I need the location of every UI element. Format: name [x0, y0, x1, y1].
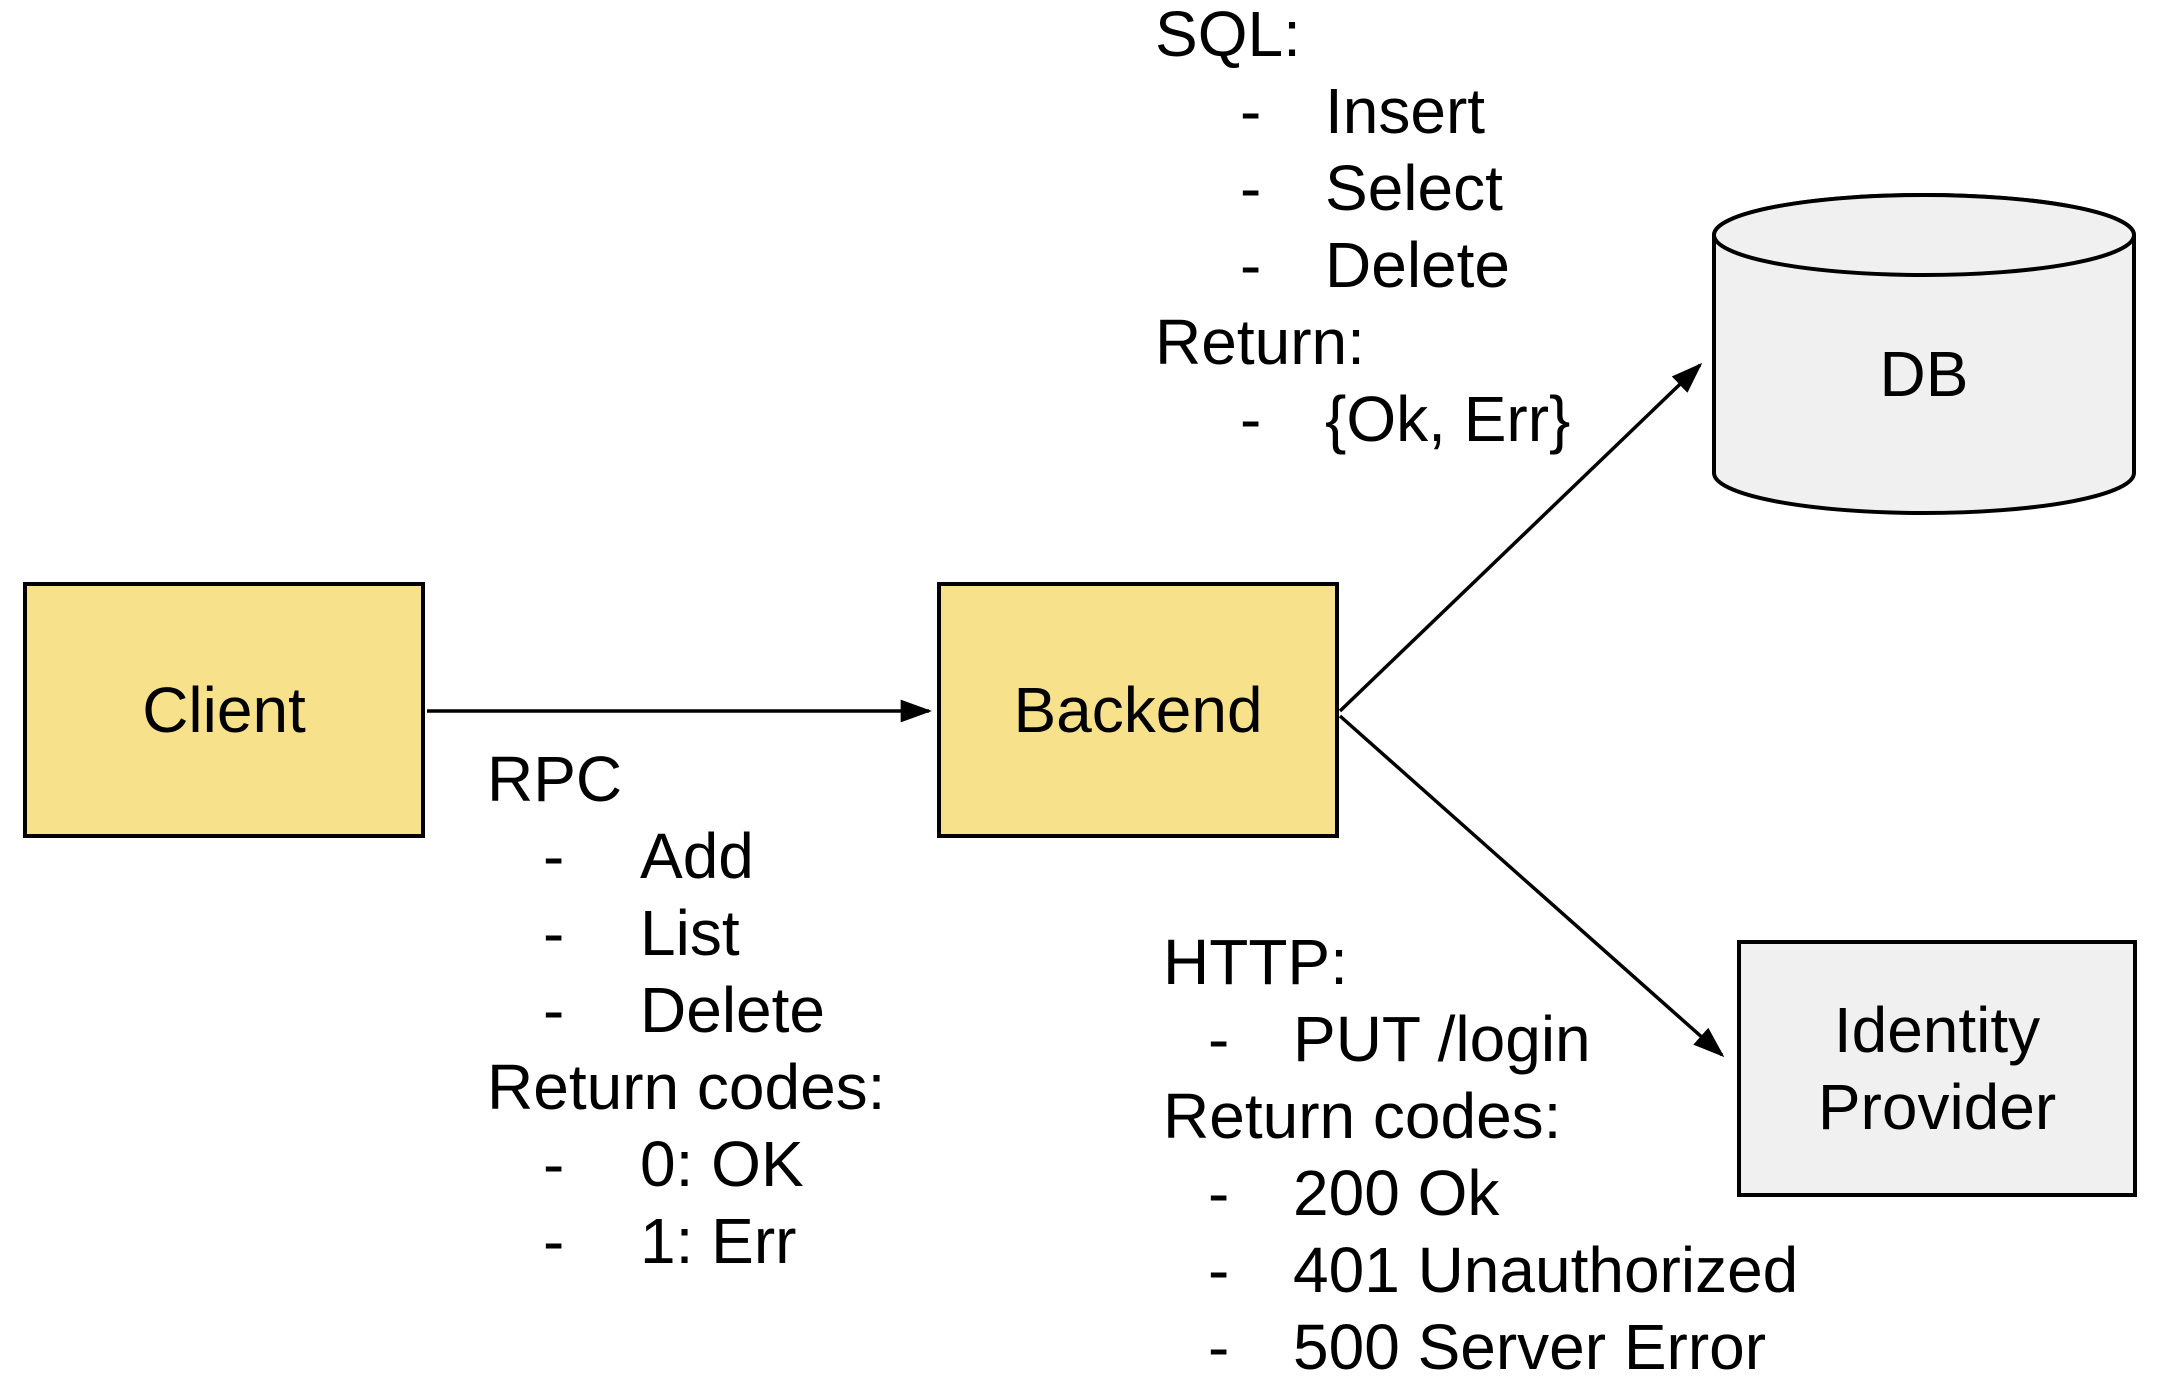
node-backend: Backend [937, 582, 1339, 838]
list-item: - 1: Err [487, 1203, 885, 1280]
list-item: - List [487, 895, 885, 972]
node-identity-provider-label: Identity Provider [1817, 993, 2057, 1143]
node-identity-provider: Identity Provider [1737, 940, 2137, 1197]
list-item: - Add [487, 818, 885, 895]
list-item: - Delete [487, 972, 885, 1049]
bullet-dash: - [1240, 75, 1262, 147]
bullet-dash: - [1208, 1157, 1230, 1229]
node-db-label: DB [1879, 338, 1969, 410]
annotation-http: HTTP: - PUT /login Return codes: - 200 O… [1163, 924, 1798, 1386]
annotation-rpc-item: Add [640, 820, 754, 892]
annotation-http-return-item: 200 Ok [1293, 1157, 1500, 1229]
annotation-rpc-return-title: Return codes: [487, 1051, 886, 1123]
list-item: - 200 Ok [1163, 1155, 1561, 1232]
annotation-sql-item: Insert [1325, 75, 1486, 147]
annotation-rpc-return-item: 0: OK [640, 1128, 804, 1200]
list-item: - 401 Unauthorized [1163, 1232, 1798, 1309]
annotation-sql-return-title: Return: [1155, 306, 1365, 378]
annotation-rpc: RPC - Add - List - Delete Return codes: … [487, 741, 885, 1280]
list-item: - Delete [1155, 227, 1510, 304]
bullet-dash: - [1240, 152, 1262, 224]
node-db: DB [1710, 192, 2138, 517]
bullet-dash: - [1208, 1003, 1230, 1075]
bullet-dash: - [1208, 1311, 1230, 1383]
node-backend-label: Backend [1013, 673, 1263, 746]
list-item: - Insert [1155, 73, 1485, 150]
annotation-sql-title: SQL: [1155, 0, 1301, 70]
annotation-http-return-title: Return codes: [1163, 1080, 1562, 1152]
annotation-sql-return-item: {Ok, Err} [1325, 383, 1571, 455]
list-item: - 0: OK [487, 1126, 885, 1203]
annotation-http-return-item: 401 Unauthorized [1293, 1234, 1799, 1306]
arrow-backend-to-identity-provider [1338, 714, 1725, 1058]
bullet-dash: - [543, 974, 565, 1046]
bullet-dash: - [1240, 383, 1262, 455]
annotation-sql-item: Select [1325, 152, 1503, 224]
annotation-http-title: HTTP: [1163, 926, 1348, 998]
annotation-rpc-title: RPC [487, 743, 623, 815]
arrow-backend-to-db [1338, 362, 1703, 713]
node-client: Client [23, 582, 425, 838]
database-cylinder-icon [1712, 193, 2136, 515]
list-item: - {Ok, Err} [1155, 381, 1570, 458]
annotation-http-return-item: 500 Server Error [1293, 1311, 1767, 1383]
list-item: - PUT /login [1163, 1001, 1591, 1078]
annotation-rpc-item: Delete [640, 974, 825, 1046]
list-item: - 500 Server Error [1163, 1309, 1766, 1386]
bullet-dash: - [1208, 1234, 1230, 1306]
list-item: - Select [1155, 150, 1503, 227]
bullet-dash: - [543, 1128, 565, 1200]
annotation-sql: SQL: - Insert - Select - Delete Return: … [1155, 0, 1570, 458]
bullet-dash: - [543, 897, 565, 969]
annotation-sql-item: Delete [1325, 229, 1510, 301]
annotation-rpc-item: List [640, 897, 740, 969]
node-client-label: Client [142, 673, 306, 746]
bullet-dash: - [543, 1205, 565, 1277]
annotation-http-item: PUT /login [1293, 1003, 1591, 1075]
bullet-dash: - [543, 820, 565, 892]
annotation-rpc-return-item: 1: Err [640, 1205, 797, 1277]
bullet-dash: - [1240, 229, 1262, 301]
